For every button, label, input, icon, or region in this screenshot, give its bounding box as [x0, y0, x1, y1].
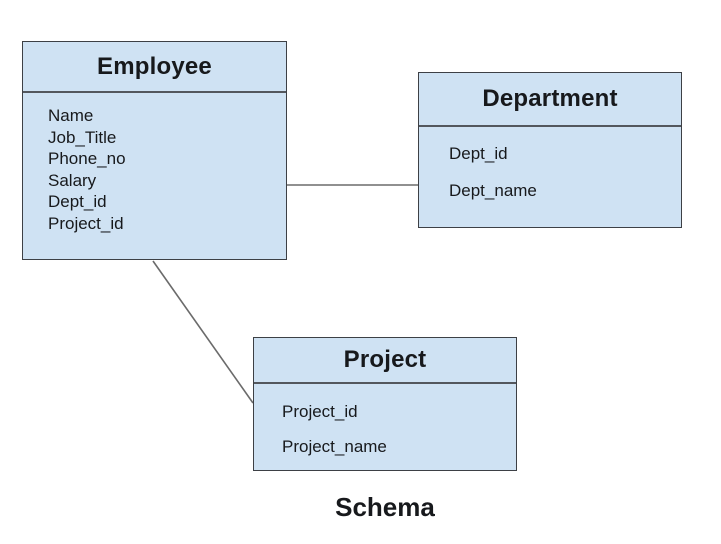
entity-employee: Employee Name Job_Title Phone_no Salary …	[22, 41, 287, 260]
field-employee-project-id: Project_id	[48, 213, 124, 233]
entity-employee-header: Employee	[23, 42, 286, 93]
entity-department-title: Department	[482, 85, 618, 112]
entity-project-fields: Project_id Project_name	[254, 384, 516, 458]
entity-department: Department Dept_id Dept_name	[418, 72, 682, 228]
diagram-caption: Schema	[335, 492, 435, 522]
field-employee-job-title: Job_Title	[48, 127, 117, 147]
entity-employee-fields: Name Job_Title Phone_no Salary Dept_id P…	[23, 93, 286, 234]
entity-project: Project Project_id Project_name	[253, 337, 517, 471]
entity-department-fields: Dept_id Dept_name	[419, 127, 681, 202]
field-employee-name: Name	[48, 106, 94, 125]
entity-department-header: Department	[419, 73, 681, 127]
field-employee-phone-no: Phone_no	[48, 149, 126, 168]
field-employee-salary: Salary	[48, 170, 97, 190]
entity-project-header: Project	[254, 338, 516, 384]
field-project-project-name: Project_name	[282, 437, 387, 456]
relationship-line-employee-project	[152, 260, 254, 404]
field-department-dept-id: Dept_id	[449, 144, 508, 163]
entity-employee-title: Employee	[97, 52, 212, 80]
field-employee-dept-id: Dept_id	[48, 192, 107, 211]
field-department-dept-name: Dept_name	[449, 181, 537, 200]
entity-project-title: Project	[343, 346, 427, 373]
field-project-project-id: Project_id	[282, 402, 358, 421]
